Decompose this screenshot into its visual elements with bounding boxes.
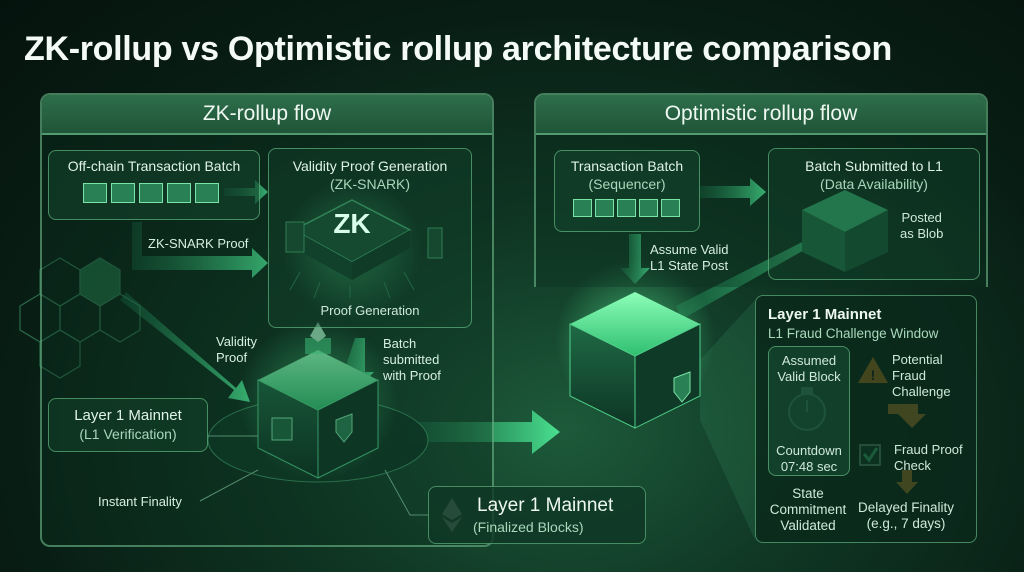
posted-line2: as Blob xyxy=(900,226,944,241)
fraud-check-line2: Check xyxy=(894,458,931,473)
zk-header-label: ZK-rollup flow xyxy=(202,102,332,125)
countdown-value: 07:48 sec xyxy=(780,459,838,474)
zk-l1-title: Layer 1 Mainnet xyxy=(74,407,182,424)
zk-batch-label: Off-chain Transaction Batch xyxy=(67,158,241,174)
batch-submitted-line2: submitted xyxy=(383,352,440,367)
potential-line2: Fraud xyxy=(892,368,926,383)
assumed-block-box: Assumed Valid Block Countdown 07:48 sec xyxy=(768,346,850,476)
arrow-batch-to-l1 xyxy=(700,178,766,206)
delayed-finality-label: Delayed Finality (e.g., 7 days) xyxy=(858,500,954,532)
arrow-validity-proof xyxy=(120,292,250,402)
opt-batch-box: Transaction Batch (Sequencer) xyxy=(554,150,700,232)
zoom-beam xyxy=(700,300,755,540)
zk-proofgen-title: Validity Proof Generation xyxy=(292,158,448,174)
optimistic-panel: Optimistic rollup flow xyxy=(534,93,988,287)
potential-fraud-label: Potential Fraud Challenge xyxy=(892,352,951,400)
assumed-block-line2: Valid Block xyxy=(777,369,841,384)
validity-proof-label: Validity Proof xyxy=(216,334,257,366)
fraud-l1-title: Layer 1 Mainnet xyxy=(768,306,882,323)
zk-panel-header: ZK-rollup flow xyxy=(42,95,492,135)
delayed-line1: Delayed Finality xyxy=(858,500,955,515)
potential-line3: Challenge xyxy=(892,384,951,399)
opt-submitted-box: Batch Submitted to L1 (Data Availability… xyxy=(768,148,980,280)
assumed-block-line1: Assumed xyxy=(781,353,837,368)
arrow-snark-proof xyxy=(132,222,268,278)
posted-blob-label: Posted as Blob xyxy=(900,210,943,242)
zk-proofgen-subtitle: (ZK-SNARK) xyxy=(329,176,411,192)
zk-proofgen-box: Validity Proof Generation (ZK-SNARK) Pro… xyxy=(268,148,472,328)
state-line3: Validated xyxy=(780,518,836,533)
fraud-check-label: Fraud Proof Check xyxy=(894,442,963,474)
batch-blocks-icon xyxy=(83,183,219,203)
zk-proofgen-caption: Proof Generation xyxy=(320,303,420,318)
opt-batch-subtitle: (Sequencer) xyxy=(588,176,666,192)
validity-proof-line2: Proof xyxy=(216,350,248,365)
delayed-line2: (e.g., 7 days) xyxy=(866,516,946,531)
state-line1: State xyxy=(792,486,824,501)
final-l1-title: Layer 1 Mainnet xyxy=(477,495,614,516)
final-l1-box: Layer 1 Mainnet (Finalized Blocks) xyxy=(428,486,646,544)
zk-chip-label: ZK xyxy=(333,208,371,239)
batch-submitted-line1: Batch xyxy=(383,336,417,351)
zk-l1-box: Layer 1 Mainnet (L1 Verification) xyxy=(48,398,208,452)
zk-chip-graphic xyxy=(282,180,443,320)
countdown-label: Countdown xyxy=(776,443,842,458)
l1-da-cube-graphic xyxy=(802,190,888,272)
batch-submitted-label: Batch submitted with Proof xyxy=(383,336,441,384)
opt-batch-title: Transaction Batch xyxy=(570,158,684,174)
assume-valid-label: Assume Valid L1 State Post xyxy=(650,242,729,274)
fraud-check-line1: Fraud Proof xyxy=(894,442,963,457)
hex-grid-decoration xyxy=(19,257,141,379)
zk-snark-proof-label: ZK-SNARK Proof xyxy=(148,236,249,251)
arrow-zk-to-optimistic xyxy=(408,410,560,454)
page-title: ZK-rollup vs Optimistic rollup architect… xyxy=(24,30,892,68)
opt-submitted-subtitle: (Data Availability) xyxy=(820,176,928,192)
opt-cube-graphic xyxy=(555,260,715,429)
opt-submitted-title: Batch Submitted to L1 xyxy=(805,158,943,174)
posted-line1: Posted xyxy=(901,210,942,225)
state-commitment-label: State Commitment Validated xyxy=(764,486,852,534)
assume-valid-line1: Assume Valid xyxy=(650,242,729,257)
potential-line1: Potential xyxy=(892,352,943,367)
zk-l1-subtitle: (L1 Verification) xyxy=(79,426,177,442)
ethereum-icon xyxy=(310,322,326,342)
batch-submitted-line3: with Proof xyxy=(383,368,441,383)
opt-batch-blocks-icon xyxy=(573,199,680,217)
assume-valid-line2: L1 State Post xyxy=(650,258,729,273)
arrow-posted-blob xyxy=(676,226,838,318)
optimistic-header-label: Optimistic rollup flow xyxy=(664,102,858,125)
final-l1-subtitle: (Finalized Blocks) xyxy=(473,519,584,535)
optimistic-panel-header: Optimistic rollup flow xyxy=(536,95,986,135)
zk-l1-cube-graphic xyxy=(207,320,429,483)
instant-finality-label: Instant Finality xyxy=(98,494,182,509)
fraud-l1-subtitle: L1 Fraud Challenge Window xyxy=(768,326,939,341)
zk-batch-box: Off-chain Transaction Batch xyxy=(48,150,260,220)
validity-proof-line1: Validity xyxy=(216,334,257,349)
state-line2: Commitment xyxy=(769,502,847,517)
